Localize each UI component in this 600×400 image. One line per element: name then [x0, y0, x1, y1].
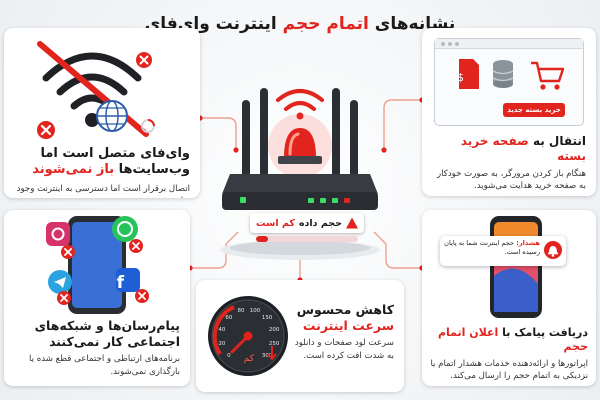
buy-package-button[interactable]: خرید بسته جدید — [503, 103, 565, 117]
data-remaining-bar — [256, 236, 358, 242]
gauge-tick-label: 80 — [238, 308, 245, 314]
gauge-tick-label: 100 — [250, 308, 261, 314]
arrow-down-icon — [267, 346, 277, 361]
shopping-cart-icon — [531, 61, 565, 90]
gauge-tick-label: 0 — [227, 353, 231, 359]
wifi-icon — [37, 41, 155, 139]
card-purchase-desc: هنگام باز کردن مرورگر، به صورت خودکار به… — [437, 169, 586, 192]
card-wifi-title: وای‌فای متصل است اما وب‌سایت‌ها باز نمی‌… — [32, 146, 190, 178]
smartphone-icon — [68, 216, 126, 314]
wifi-router-icon — [220, 88, 380, 260]
siren-icon — [278, 128, 322, 164]
connector-purchase — [383, 99, 422, 150]
browser-window: $ خرید بسته جدید — [434, 38, 584, 126]
card-speed-title: کاهش محسوس سرعت اینترنت — [296, 302, 394, 333]
gauge-tick-label: 60 — [225, 315, 232, 321]
smartphone-icon — [490, 216, 542, 318]
whatsapp-icon — [112, 216, 138, 242]
gauge-tick-label: 150 — [262, 315, 273, 321]
connector-wifi — [200, 117, 237, 150]
svg-text:$: $ — [457, 71, 464, 84]
card-wifi-desc: اتصال برقرار است اما دسترسی به اینترنت و… — [16, 183, 190, 199]
connector-apps — [190, 231, 239, 269]
database-icon — [492, 60, 514, 88]
gauge-tick-label: 250 — [269, 341, 280, 347]
gauge-label: کم — [244, 354, 255, 364]
card-sms-desc: اپراتورها و ارائه‌دهنده خدمات هشدار اتما… — [430, 358, 588, 381]
warning-icon — [346, 217, 359, 229]
sms-notification: هشدار: حجم اینترنت شما به پایان رسیده اس… — [440, 236, 566, 266]
data-remaining-fill — [256, 236, 269, 242]
telegram-icon — [48, 270, 72, 294]
gauge-tick-label: 20 — [218, 341, 225, 347]
loading-spinner-icon — [141, 119, 155, 133]
error-x-icon — [37, 52, 152, 139]
gauge-tick-label: 40 — [218, 327, 225, 333]
connector-sms — [373, 231, 422, 269]
card-apps-desc: برنامه‌های ارتباطی و اجتماعی قطع شده یا … — [28, 354, 180, 377]
instagram-icon — [46, 222, 70, 246]
sim-card-icon: $ — [457, 59, 479, 89]
gauge-tick-label: 300 — [262, 353, 273, 359]
card-purchase-redirect: $ خرید بسته جدید انتقال به صفحه خرید بست… — [422, 28, 596, 196]
card-apps-not-working: f پیام‌رسان‌ها و شبکه‌های اجتماعی کار نم… — [4, 210, 190, 386]
facebook-icon: f — [116, 268, 140, 293]
bell-icon — [544, 241, 562, 259]
svg-text:f: f — [117, 273, 125, 293]
gauge-tick-label: 200 — [269, 327, 280, 333]
card-wifi-no-internet: وای‌فای متصل است اما وب‌سایت‌ها باز نمی‌… — [4, 28, 200, 198]
wifi-signal-icon — [276, 89, 324, 111]
card-purchase-title: انتقال به صفحه خرید بسته — [460, 134, 586, 163]
card-speed-desc: سرعت لود صفحات و دانلود به شدت افت کرده … — [294, 338, 394, 361]
globe-icon — [96, 100, 128, 132]
error-x-icon — [57, 239, 149, 305]
card-apps-title: پیام‌رسان‌ها و شبکه‌های اجتماعی کار نمی‌… — [34, 318, 180, 349]
low-data-badge: حجم داده کم است — [250, 213, 364, 233]
card-sms-title: دریافت پیامک با اعلان اتمام حجم — [437, 326, 588, 353]
